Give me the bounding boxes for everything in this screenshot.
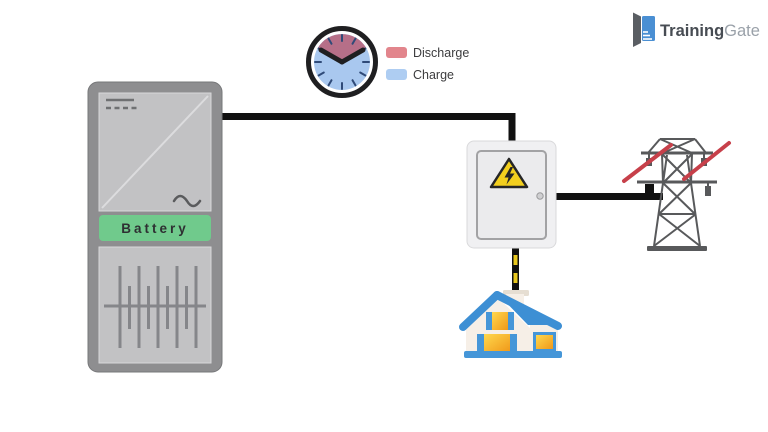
warning-icon — [489, 157, 529, 189]
wire-panel-to-house-striped — [512, 247, 519, 295]
battery-storage-unit: Battery — [87, 81, 223, 373]
main-window — [477, 334, 517, 352]
tower-base — [647, 246, 707, 251]
charge-swatch — [386, 69, 407, 80]
brand-name-light: Gate — [724, 22, 760, 40]
grid-disconnect-slashes — [622, 141, 731, 183]
roof-edges — [459, 291, 562, 331]
discharge-swatch — [386, 47, 407, 58]
chimney — [506, 294, 524, 304]
legend: Discharge Charge — [386, 46, 469, 82]
wire-battery-to-panel — [222, 113, 516, 145]
wing-window — [533, 332, 556, 352]
transmission-tower — [622, 138, 731, 251]
vent-marks-icon — [106, 98, 139, 110]
distribution-panel — [466, 140, 557, 249]
door-icon — [633, 12, 655, 47]
brand-name-bold: Training — [660, 22, 724, 40]
battery-cells-panel — [98, 246, 212, 364]
wire-insulator-connector — [645, 184, 654, 197]
panel-knob — [536, 192, 544, 200]
battery-cells-icon — [104, 266, 206, 348]
charge-schedule-clock — [306, 26, 378, 98]
clock-hands-icon — [318, 47, 366, 65]
battery-label: Battery — [121, 221, 189, 236]
ac-sine-icon — [172, 194, 202, 208]
charge-label: Charge — [413, 68, 454, 82]
attic-window — [486, 312, 514, 330]
battery-label-band: Battery — [99, 215, 211, 241]
svg-text:TrainingGate: TrainingGate — [660, 22, 760, 40]
discharge-label: Discharge — [413, 46, 469, 60]
brand-logo: TrainingGate — [633, 12, 760, 47]
house-base — [464, 351, 562, 358]
insulator-icon — [705, 186, 711, 196]
inverter-panel — [98, 92, 212, 212]
house — [459, 290, 562, 358]
